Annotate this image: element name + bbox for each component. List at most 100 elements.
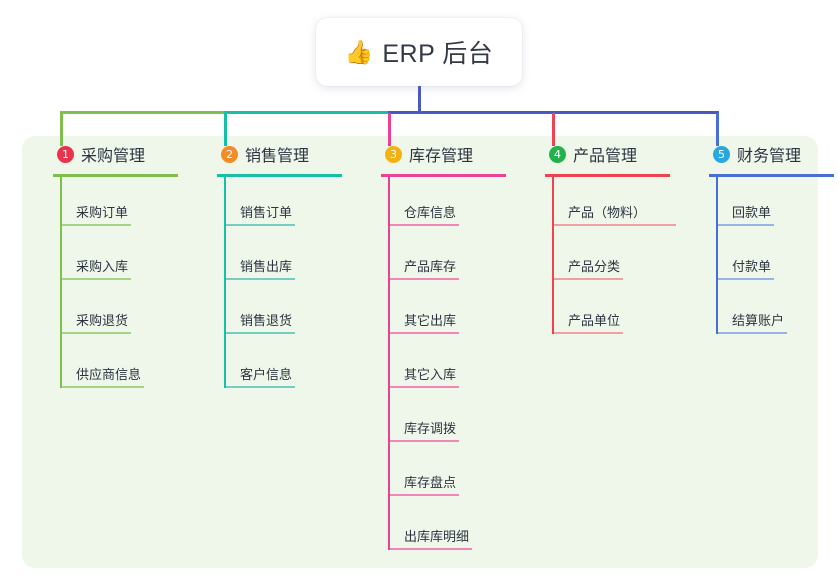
branch-item[interactable]: 其它出库 (388, 284, 526, 338)
branch-item[interactable]: 销售订单 (224, 176, 362, 230)
branch-column-2[interactable]: 2 销售管理销售订单销售出库销售退货客户信息 (202, 136, 362, 388)
branch-item[interactable]: 产品库存 (388, 230, 526, 284)
branch-title: 财务管理 (737, 148, 802, 165)
branch-spine (716, 176, 718, 334)
branch-item[interactable]: 客户信息 (224, 338, 362, 392)
branch-underline (545, 174, 670, 177)
branch-spine (224, 176, 226, 388)
root-stem-connector (418, 86, 421, 113)
branch-item[interactable]: 采购订单 (60, 176, 198, 230)
branch-header-5[interactable]: 5 财务管理 (694, 136, 839, 172)
branch-item[interactable]: 采购退货 (60, 284, 198, 338)
branch-item[interactable]: 销售退货 (224, 284, 362, 338)
bus-segment-left (60, 111, 224, 114)
branch-item-label: 采购订单 (76, 205, 129, 220)
branch-underline (217, 174, 342, 177)
branch-item-label: 库存调拨 (404, 421, 457, 436)
branch-item-label: 出库库明细 (404, 529, 470, 544)
root-node[interactable]: 👍 ERP 后台 (316, 18, 522, 86)
branch-item-label: 采购退货 (76, 313, 129, 328)
branch-item-label: 付款单 (732, 259, 772, 274)
branch-item[interactable]: 产品单位 (552, 284, 690, 338)
branch-number-badge: 4 (549, 145, 566, 163)
branch-item-label: 结算账户 (732, 313, 785, 328)
branch-spine (388, 176, 390, 550)
branch-item-underline (388, 224, 459, 226)
branch-item-underline (60, 386, 144, 388)
branch-item[interactable]: 库存盘点 (388, 446, 526, 500)
branch-item[interactable]: 结算账户 (716, 284, 839, 338)
branch-header-4[interactable]: 4 产品管理 (530, 136, 690, 172)
branch-header-2[interactable]: 2 销售管理 (202, 136, 362, 172)
branch-item-underline (388, 494, 459, 496)
branch-underline (709, 174, 834, 177)
branch-item-label: 供应商信息 (76, 367, 142, 382)
branch-title: 产品管理 (573, 148, 638, 165)
branch-items: 销售订单销售出库销售退货客户信息 (224, 176, 362, 392)
branch-item-label: 销售退货 (240, 313, 293, 328)
branch-item-label: 产品分类 (568, 259, 621, 274)
branch-item-underline (388, 278, 459, 280)
branch-item-label: 销售出库 (240, 259, 293, 274)
branch-item-label: 产品库存 (404, 259, 457, 274)
branch-item-underline (60, 224, 131, 226)
branch-items: 仓库信息产品库存其它出库其它入库库存调拨库存盘点出库库明细 (388, 176, 526, 554)
branch-item-underline (60, 332, 131, 334)
branch-item[interactable]: 其它入库 (388, 338, 526, 392)
branch-item-underline (388, 332, 459, 334)
branch-item[interactable]: 产品分类 (552, 230, 690, 284)
branch-item-underline (716, 278, 774, 280)
branch-item-underline (552, 224, 676, 226)
branch-item[interactable]: 仓库信息 (388, 176, 526, 230)
drop-connector-2 (224, 113, 227, 146)
branch-item-underline (224, 386, 295, 388)
branch-item-label: 其它出库 (404, 313, 457, 328)
branch-item-label: 库存盘点 (404, 475, 457, 490)
branch-number-badge: 1 (57, 145, 74, 163)
bus-segment-middle (224, 111, 388, 114)
branches-panel (22, 136, 818, 568)
branch-spine (552, 176, 554, 334)
branch-item-label: 回款单 (732, 205, 772, 220)
branch-item-underline (60, 278, 131, 280)
branch-column-4[interactable]: 4 产品管理产品（物料） 产品分类产品单位 (530, 136, 690, 334)
branch-item[interactable]: 供应商信息 (60, 338, 198, 392)
branch-item-underline (552, 278, 623, 280)
branch-item-label: 产品（物料） (568, 205, 647, 220)
branch-item-label: 客户信息 (240, 367, 293, 382)
branch-item-underline (388, 440, 459, 442)
branch-item-underline (224, 278, 295, 280)
branch-item-label: 产品单位 (568, 313, 621, 328)
branch-items: 采购订单采购入库采购退货供应商信息 (60, 176, 198, 392)
branch-item-underline (552, 332, 623, 334)
branch-item[interactable]: 库存调拨 (388, 392, 526, 446)
branch-item[interactable]: 出库库明细 (388, 500, 526, 554)
branch-items: 产品（物料） 产品分类产品单位 (552, 176, 690, 338)
branch-item[interactable]: 采购入库 (60, 230, 198, 284)
branch-item-underline (388, 548, 472, 550)
branch-title: 销售管理 (245, 148, 310, 165)
branch-column-5[interactable]: 5 财务管理回款单付款单结算账户 (694, 136, 839, 334)
branch-underline (381, 174, 506, 177)
branch-title: 库存管理 (409, 148, 474, 165)
branch-item[interactable]: 产品（物料） (552, 176, 690, 230)
branch-item[interactable]: 回款单 (716, 176, 839, 230)
branch-number-badge: 5 (713, 145, 730, 163)
bus-segment-right (388, 111, 719, 114)
branch-item-underline (224, 332, 295, 334)
branch-item-underline (716, 224, 774, 226)
branch-number-badge: 2 (221, 145, 238, 163)
drop-connector-3 (388, 113, 391, 146)
drop-connector-4 (552, 113, 555, 146)
branch-underline (53, 174, 178, 177)
branch-spine (60, 176, 62, 388)
branch-items: 回款单付款单结算账户 (716, 176, 839, 338)
branch-item[interactable]: 付款单 (716, 230, 839, 284)
branch-item-underline (224, 224, 295, 226)
branch-item[interactable]: 销售出库 (224, 230, 362, 284)
